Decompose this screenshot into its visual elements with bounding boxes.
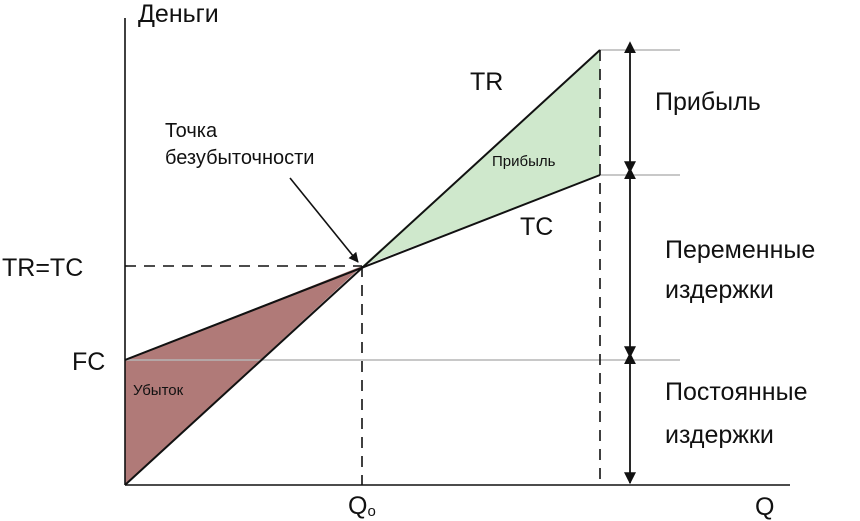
right-fixed-costs-line1: Постоянные: [665, 378, 807, 406]
tr-eq-tc-label: TR=TC: [2, 254, 83, 282]
x-axis-label: Q: [755, 493, 774, 521]
tr-label: TR: [470, 68, 503, 96]
breakeven-label-line2: безубыточности: [165, 147, 314, 169]
q0-label: Qo: [348, 492, 376, 520]
tc-label: TC: [520, 213, 553, 241]
right-fixed-costs-line2: издержки: [665, 421, 774, 449]
loss-area-label: Убыток: [133, 382, 184, 399]
tc-line: [124, 174, 601, 361]
breakeven-label-line1: Точка: [165, 120, 218, 142]
right-variable-costs-line2: издержки: [665, 276, 774, 304]
q0-label-sub: o: [367, 503, 375, 520]
right-variable-costs-line1: Переменные: [665, 236, 815, 264]
q0-label-main: Q: [348, 492, 367, 520]
profit-area-label: Прибыль: [492, 153, 556, 170]
fc-label: FC: [72, 348, 105, 376]
breakeven-pointer-arrow: [289, 177, 359, 263]
y-axis-label: Деньги: [138, 0, 219, 28]
right-profit-label: Прибыль: [655, 88, 761, 116]
